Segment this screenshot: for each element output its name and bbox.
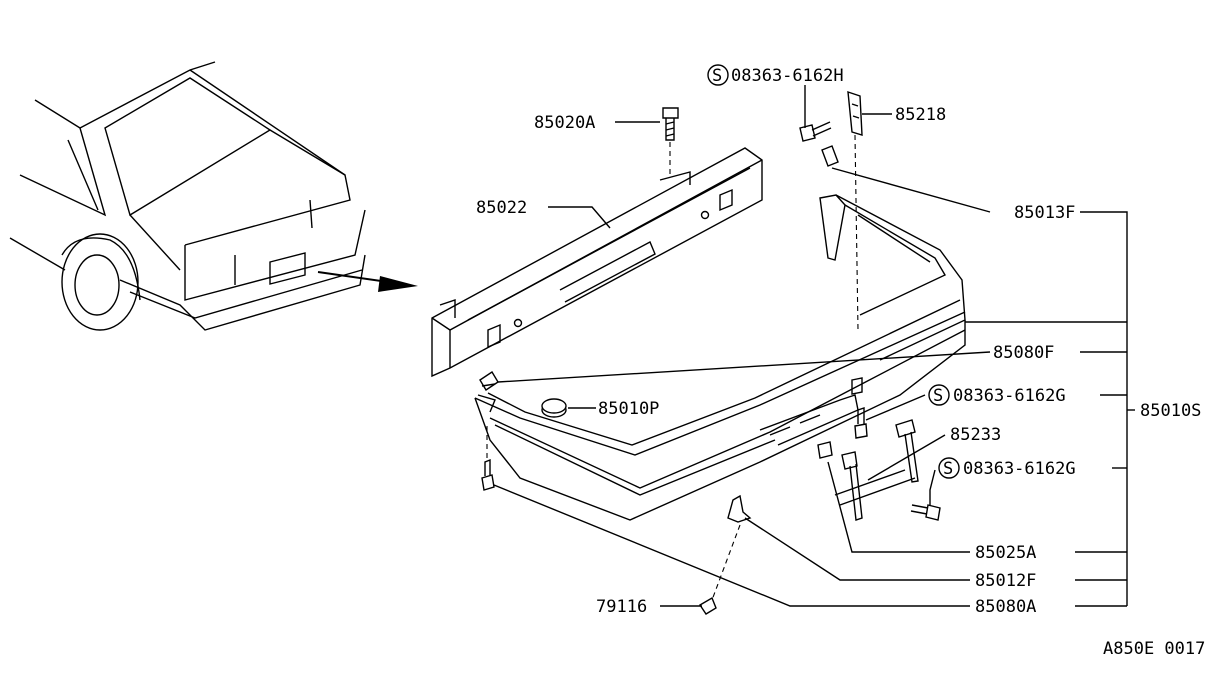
car-rear-illustration — [9, 61, 366, 331]
retainer-85012f-icon — [711, 494, 752, 601]
bracket-85218-icon — [821, 90, 863, 331]
label-85022: 85022 — [476, 198, 527, 218]
plug-85010p-icon — [541, 398, 567, 418]
screw-85080a-icon — [481, 425, 495, 491]
reinforcement-beam — [431, 147, 763, 378]
direction-arrow-icon — [317, 271, 418, 292]
label-85013f: 85013F — [1014, 203, 1075, 223]
label-85012f: 85012F — [975, 571, 1036, 591]
label-08363-6162g-lower: 08363-6162G — [963, 459, 1076, 479]
label-85010s: 85010S — [1140, 401, 1201, 421]
callout-labels: 08363-6162H 85218 85020A 85022 85013F 85… — [476, 66, 1205, 659]
stay-85025a-icon — [817, 441, 863, 521]
screw-symbol-icon: S S S — [707, 64, 960, 479]
screw-symbol-g-lower: S — [943, 459, 953, 479]
label-85080f: 85080F — [993, 343, 1054, 363]
label-85010p: 85010P — [598, 399, 659, 419]
label-08363-6162g-upper: 08363-6162G — [953, 386, 1066, 406]
label-85218: 85218 — [895, 105, 946, 125]
figure-code: A850E 0017 — [1103, 639, 1205, 659]
bolt-08363-6162h-icon — [799, 121, 832, 142]
label-08363-6162h: 08363-6162H — [731, 66, 844, 86]
bumper-fascia — [474, 194, 966, 521]
leader-lines — [493, 85, 1135, 607]
screw-symbol-g-upper: S — [933, 386, 943, 406]
clip-85080f-icon — [479, 371, 499, 391]
screw-symbol-h: S — [712, 66, 722, 86]
label-85233: 85233 — [950, 425, 1001, 445]
bolt-08363-6162g-upper-icon — [854, 407, 868, 439]
label-85080a: 85080A — [975, 597, 1036, 617]
bolt-08363-6162g-lower-icon — [910, 504, 941, 521]
label-79116: 79116 — [596, 597, 647, 617]
label-85025a: 85025A — [975, 543, 1036, 563]
stay-85233-icon — [834, 419, 919, 506]
label-85020a: 85020A — [534, 113, 595, 133]
bolt-85020a-icon — [662, 107, 679, 175]
clip-79116-icon — [699, 596, 717, 615]
